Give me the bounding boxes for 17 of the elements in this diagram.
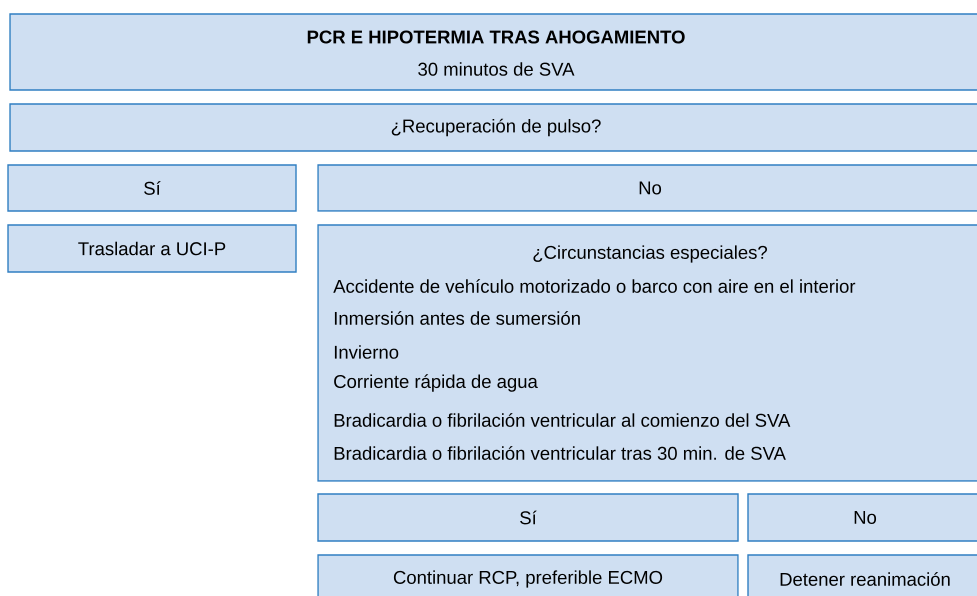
box-label: Trasladar a UCI-P: [78, 242, 226, 256]
list-item: Invierno: [334, 345, 398, 359]
heading: ¿Circunstancias especiales?: [533, 245, 767, 263]
subtitle: 30 minutos de SVA: [418, 62, 574, 76]
box-label: ¿Recuperación de pulso?: [392, 118, 601, 136]
list-item: Accidente de vehículo motorizado o barco con aire en el interior: [333, 279, 856, 293]
box-label: Continuar RCP, preferible ECMO: [394, 570, 662, 588]
list-item: Corriente rápida de agua: [334, 374, 538, 392]
list-item: Bradicardia o fibrilación ventricular al comienzo del SVA: [334, 413, 790, 427]
box-label: Detener reanimación: [780, 572, 950, 586]
box-label: No: [640, 182, 662, 194]
box-label: Sí: [144, 181, 161, 195]
box-label: Sí: [520, 510, 537, 524]
box-label: No: [854, 511, 876, 524]
list-item: Bradicardia o fibrilación ventricular tras 30 min. de SVA: [334, 446, 786, 460]
title: PCR E HIPOTERMIA TRAS AHOGAMIENTO: [308, 30, 685, 44]
list-item: Inmersión antes de sumersión: [334, 311, 580, 325]
